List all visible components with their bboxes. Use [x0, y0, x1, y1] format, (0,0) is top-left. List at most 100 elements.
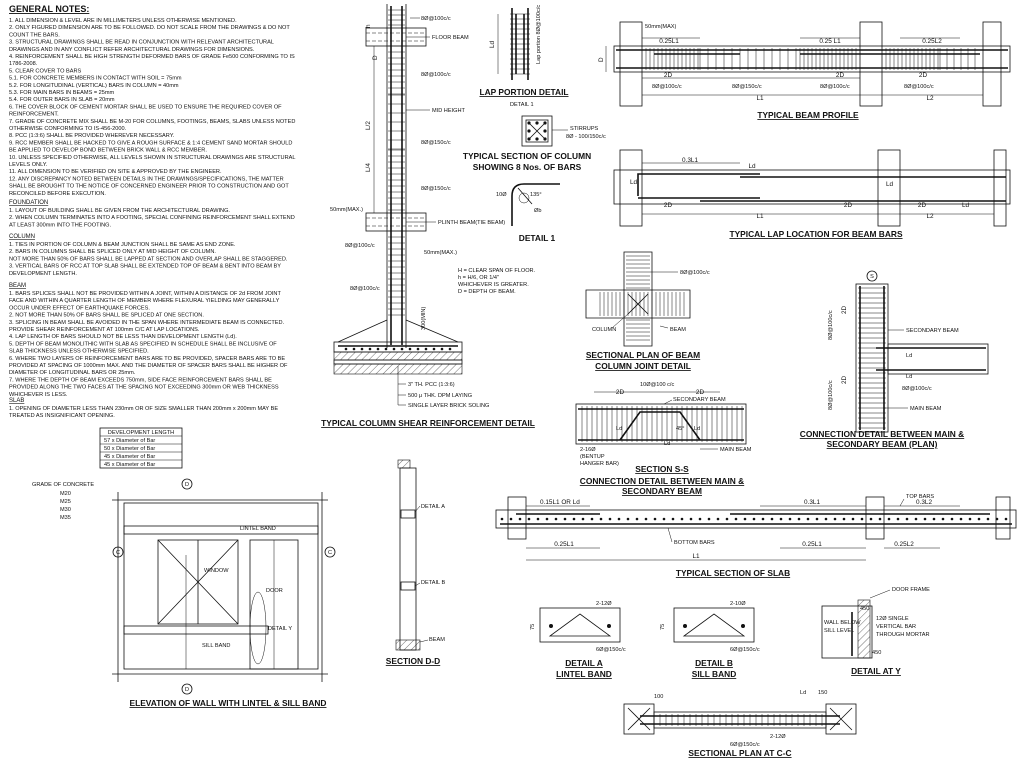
slab-bar [725, 517, 729, 521]
slab-bar [671, 517, 675, 521]
column-bar [543, 129, 547, 133]
note-line: NOT MORE THAN 50% OF BARS SHALL BE LAPPE… [9, 256, 288, 262]
ss-ld-3: Ld [694, 426, 700, 432]
slab-bar [698, 517, 702, 521]
note-line: 5.2. FOR LONGITUDINAL (VERTICAL) BARS IN… [9, 83, 179, 89]
column-detail-title: TYPICAL COLUMN SHEAR REINFORCEMENT DETAI… [321, 418, 535, 428]
detail-y-label: DETAIL Y [268, 626, 292, 632]
slab-bar [941, 517, 945, 521]
dd-bottom-beam [395, 639, 421, 651]
note-line: 1. OPENING OF DIAMETER LESS THAN 230mm O… [9, 406, 278, 412]
lintel-label: LINTEL BAND [240, 526, 276, 532]
door-label: DOOR [266, 588, 283, 594]
lap-2d-b: 2D [844, 202, 853, 209]
column-notes-title: COLUMN [9, 234, 35, 240]
secondary-beam-plan [887, 343, 989, 375]
column-section-title-1: TYPICAL SECTION OF COLUMN [463, 151, 591, 161]
detail-b-title-1: DETAIL B [695, 658, 733, 668]
slab-bar [950, 517, 954, 521]
dd-beam: BEAM [429, 637, 445, 643]
slab-bar [824, 517, 828, 521]
column-bar [535, 121, 539, 125]
slab-bar [599, 517, 603, 521]
footing-bar [392, 347, 396, 351]
foundation-title: FOUNDATION [9, 200, 48, 206]
slab-bar [572, 517, 576, 521]
beam-L2: L2 [926, 95, 934, 102]
ss-main-label: MAIN BEAM [720, 447, 752, 453]
beam-max: 50mm(MAX) [645, 24, 677, 30]
footing-bar [384, 347, 388, 351]
door-frame [857, 599, 871, 659]
plan-spacing-2: 8Ø@100c/c [828, 310, 834, 340]
min-300: 300(MIN) [421, 307, 427, 330]
note-line: 2. ONLY FIGURED DIMENSION ARE TO BE FOLL… [9, 25, 290, 31]
lap-ld-4: Ld [962, 202, 970, 209]
stirrups-spacing: 8Ø - 100/150c/c [566, 134, 606, 140]
detail-a: 2-12Ø 6Ø@150c/c 75 DETAIL A LINTEL BAND [530, 601, 626, 679]
main-secondary-plan: S SECONDARY BEAM Ld Ld 8Ø@100c/c MAIN BE… [800, 270, 989, 449]
joint-column-label: COLUMN [592, 327, 616, 333]
slab-bar [734, 517, 738, 521]
slab-bar [842, 517, 846, 521]
lap-ld-1: Ld [748, 163, 756, 170]
detail-y-marker [249, 591, 267, 665]
column-section-title-2: SHOWING 8 Nos. OF BARS [473, 162, 582, 172]
note-line: 3. STRUCTURAL DRAWINGS SHALL BE READ IN … [9, 40, 274, 46]
detail-b-bars: 2-10Ø [730, 601, 746, 607]
legend-line: H = CLEAR SPAN OF FLOOR. [458, 268, 536, 274]
note-line: 3. SPLICING IN BEAM SHALL BE AVOIDED IN … [9, 320, 285, 326]
note-line: FACE AND WITHIN A QUARTER LENGTH OF MEMB… [9, 298, 280, 304]
footing-bar [368, 347, 372, 351]
slab-bar [581, 517, 585, 521]
detail-at-y: DOOR FRAME WALL BELOW SILL LEVEL 12Ø SIN… [821, 587, 930, 676]
note-line: OCCUR UNDER EFFECT OF EARTHQUAKE FORCES. [9, 305, 150, 311]
beam-spacing-4: 8Ø@100c/c [904, 84, 934, 90]
pcc-label: 3" TH. PCC (1:3:6) [408, 382, 455, 388]
beam-2d-a: 2D [664, 72, 673, 79]
table-frame [99, 427, 183, 469]
detail-a-title-2: LINTEL BAND [556, 669, 612, 679]
max-50-right: 50mm(MAX.) [424, 250, 457, 256]
note-line: BE APPLIED TO DEVELOP BOND BETWEEN BRICK… [9, 148, 207, 154]
detail-1-10d: 10Ø [496, 192, 507, 198]
slab-bar [770, 517, 774, 521]
slab-bar [932, 517, 936, 521]
lap-portion-title: LAP PORTION DETAIL [479, 87, 568, 97]
lap-note: Lap portion 8Ø@100c/c [536, 5, 542, 64]
note-line: SHALL BE BROUGHT TO THE NOTICE OF CONCER… [9, 184, 289, 190]
lap-column-right [993, 149, 1007, 227]
footing-bar [344, 347, 348, 351]
beam-D: D [598, 57, 605, 62]
lap-2d-a: 2D [664, 202, 673, 209]
marker-c-left-text: C [116, 550, 120, 556]
dpm-label: 500 μ THK. DPM LAYING [408, 393, 472, 399]
detail-1-title: DETAIL 1 [519, 233, 556, 243]
note-line: DIAMETER OF LONGITUDINAL BARS OR 25mm. [9, 370, 136, 376]
brick-label: SINGLE LAYER BRICK SOLING [408, 403, 489, 409]
note-line: 9. RCC MEMBER SHALL BE HACKED TO GIVE A … [9, 140, 292, 146]
note-line: DEVELOPMENT LENGTH. [9, 271, 77, 277]
slab-03-b: 0.3L2 [916, 499, 932, 506]
stirrups-label: STIRRUPS [570, 126, 599, 132]
spacing-left: 8Ø@100c/c [345, 243, 375, 249]
slab-bar [959, 517, 963, 521]
slab-bar [509, 517, 513, 521]
ss-angle: 45° [676, 426, 684, 432]
footing-bar [416, 347, 420, 351]
slab-bar [716, 517, 720, 521]
column-shear-detail: h L/2 L/4 D 8Ø@100c/c FLOOR BEAM 8Ø@100c… [321, 4, 536, 428]
detail-a-dim: 75 [530, 624, 536, 630]
section-s: S [870, 274, 874, 280]
lap-03L1: 0.3L1 [682, 157, 698, 164]
slab-bar [752, 517, 756, 521]
lap-L1: L1 [756, 213, 764, 220]
note-line: 4. REINFORCEMENT SHALL BE HIGH STRENGTH … [9, 54, 295, 60]
footing-bar [360, 347, 364, 351]
note-line: 1786-2008. [9, 61, 38, 67]
slab-bar [689, 517, 693, 521]
detail-a-title-1: DETAIL A [565, 658, 603, 668]
lintel-band [123, 525, 319, 535]
detail-y-title: DETAIL AT Y [851, 666, 901, 676]
note-line: 5. DEPTH OF BEAM MONOLITHIC WITH SLAB AS… [9, 341, 277, 347]
